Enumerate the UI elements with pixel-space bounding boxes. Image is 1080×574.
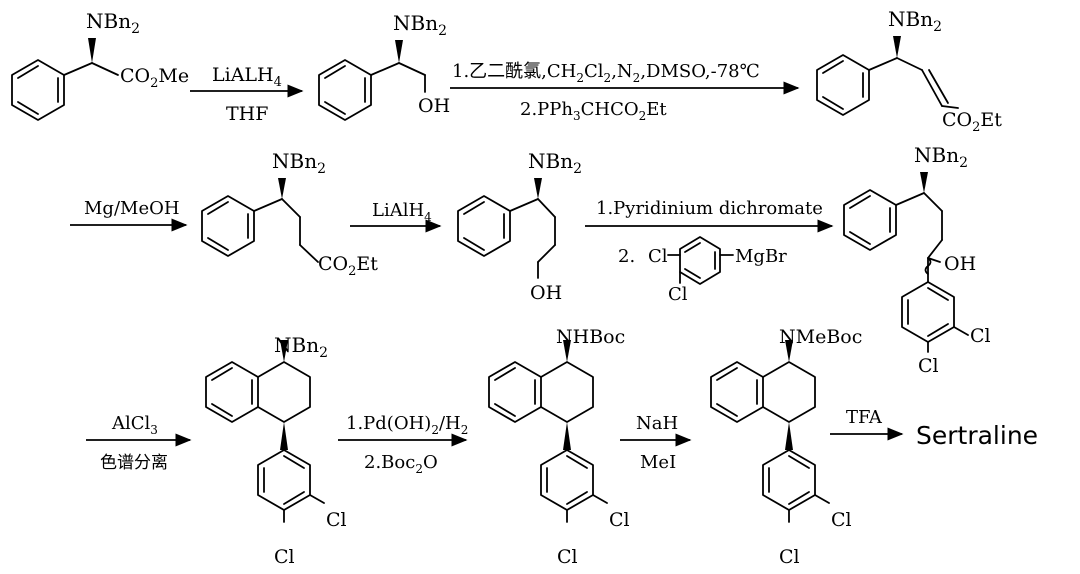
compound-7-tetralin-nbn2: NBn2 Cl Cl — [205, 333, 347, 568]
cl-label: Cl — [326, 509, 347, 531]
arrow-step-4: LiAlH4 — [350, 200, 442, 233]
arrow-step-8: NaH MeI — [620, 413, 692, 473]
compound-4-saturated-ester: NBn2 CO2Et — [201, 149, 378, 279]
dichlorophenyl-ring — [257, 449, 311, 511]
reagent-mg-meoh: Mg/MeOH — [84, 198, 180, 219]
compound-5-alcohol: NBn2 OH — [457, 149, 582, 304]
co2et-label: CO2Et — [318, 253, 378, 279]
compound-8-tetralin-nhboc: NHBoc Cl Cl — [488, 326, 630, 568]
product-sertraline: Sertraline — [916, 421, 1038, 450]
arrow-step-3: Mg/MeOH — [70, 198, 188, 232]
wedge-bond — [280, 422, 288, 450]
wedge-bond — [893, 36, 901, 58]
arrow-step-1: LiALH4 THF — [190, 64, 304, 125]
cl-label: Cl — [970, 325, 991, 347]
compound-6-diaryl-alcohol: OH NBn2 Cl Cl — [843, 143, 991, 377]
cl-label: Cl — [557, 546, 578, 568]
reagent-hydrogenolysis: 1.Pd(OH)2/H2 — [346, 413, 468, 437]
reagent-thf: THF — [226, 103, 268, 125]
wedge-bond — [395, 40, 403, 63]
nbn2-label: NBn2 — [86, 9, 140, 37]
benzene-ring — [201, 195, 255, 257]
wedge-bond — [534, 178, 542, 199]
nbn2-label: NBn2 — [274, 333, 328, 361]
arrow-step-6: AlCl3 色谱分离 — [86, 413, 192, 473]
dichlorophenyl-ring — [762, 449, 816, 511]
compound-2-amino-alcohol: NBn2 OH — [318, 11, 450, 121]
benzene-ring — [318, 59, 372, 121]
reagent-step-number: 2. — [618, 246, 635, 267]
wedge-bond — [785, 422, 793, 450]
wedge-bond — [920, 172, 928, 193]
aromatic-ring — [205, 361, 259, 423]
wedge-bond — [278, 178, 286, 199]
oh-label: OH — [418, 95, 450, 117]
nhboc-label: NHBoc — [556, 326, 625, 348]
nbn2-label: NBn2 — [272, 149, 326, 177]
cl-label: Cl — [668, 284, 688, 305]
benzene-ring — [843, 189, 897, 251]
cl-label: Cl — [918, 355, 939, 377]
mgbr-label: MgBr — [735, 246, 787, 267]
nbn2-label: NBn2 — [888, 7, 942, 35]
compound-1-phenylglycine-ester: NBn2 CO2Me — [11, 9, 189, 121]
arrow-step-7: 1.Pd(OH)2/H2 2.Boc2O — [338, 413, 468, 476]
reagent-wittig: 2.PPh3CHCO2Et — [520, 99, 667, 123]
dichlorophenyl-grignard-ring — [679, 236, 721, 285]
reagent-pdc: 1.Pyridinium dichromate — [596, 198, 823, 219]
oh-label: OH — [530, 282, 562, 304]
wedge-bond — [785, 340, 793, 362]
reagent-chromatography: 色谱分离 — [100, 453, 168, 473]
cl-label: Cl — [274, 546, 295, 568]
saturated-ring — [540, 361, 594, 423]
aromatic-ring — [710, 361, 764, 423]
benzene-ring — [816, 54, 870, 116]
oh-label: OH — [944, 253, 976, 275]
nbn2-label: NBn2 — [528, 149, 582, 177]
reagent-mei: MeI — [640, 452, 676, 473]
wedge-bond — [88, 38, 96, 63]
wedge-bond — [563, 422, 571, 450]
arrow-step-2: 1.乙二酰氯,CH2Cl2,N2,DMSO,-78℃ 2.PPh3CHCO2Et — [450, 61, 800, 123]
benzene-ring — [11, 59, 65, 121]
reagent-nah: NaH — [636, 413, 678, 434]
saturated-ring — [762, 361, 816, 423]
reagent-tfa: TFA — [846, 407, 883, 428]
dichlorophenyl-ring — [901, 281, 955, 343]
aromatic-ring — [488, 361, 542, 423]
compound-9-tetralin-nmeboc: NMeBoc Cl Cl — [710, 326, 862, 568]
saturated-ring — [257, 361, 311, 423]
co2me-label: CO2Me — [120, 65, 189, 91]
reagent-lialh4: LiALH4 — [212, 64, 282, 90]
wedge-bond — [280, 340, 288, 362]
arrow-step-5: 1.Pyridinium dichromate 2. Cl MgBr Cl — [585, 198, 834, 305]
wedge-bond — [563, 340, 571, 362]
cl-label: Cl — [831, 509, 852, 531]
reagent-alcl3: AlCl3 — [111, 413, 158, 437]
cl-label: Cl — [648, 246, 668, 267]
cl-label: Cl — [609, 509, 630, 531]
compound-3-enoate: NBn2 CO2Et — [816, 7, 1002, 135]
nbn2-label: NBn2 — [914, 143, 968, 171]
benzene-ring — [457, 195, 511, 257]
reagent-oxalyl-swern: 1.乙二酰氯,CH2Cl2,N2,DMSO,-78℃ — [452, 61, 760, 85]
nbn2-label: NBn2 — [393, 11, 447, 39]
arrow-step-9: TFA — [830, 407, 904, 441]
cl-label: Cl — [779, 546, 800, 568]
reagent-lialh4: LiAlH4 — [372, 200, 432, 224]
co2et-label: CO2Et — [942, 109, 1002, 135]
dichlorophenyl-ring — [540, 449, 594, 511]
nmeboc-label: NMeBoc — [779, 326, 862, 348]
reagent-boc2o: 2.Boc2O — [364, 452, 438, 476]
